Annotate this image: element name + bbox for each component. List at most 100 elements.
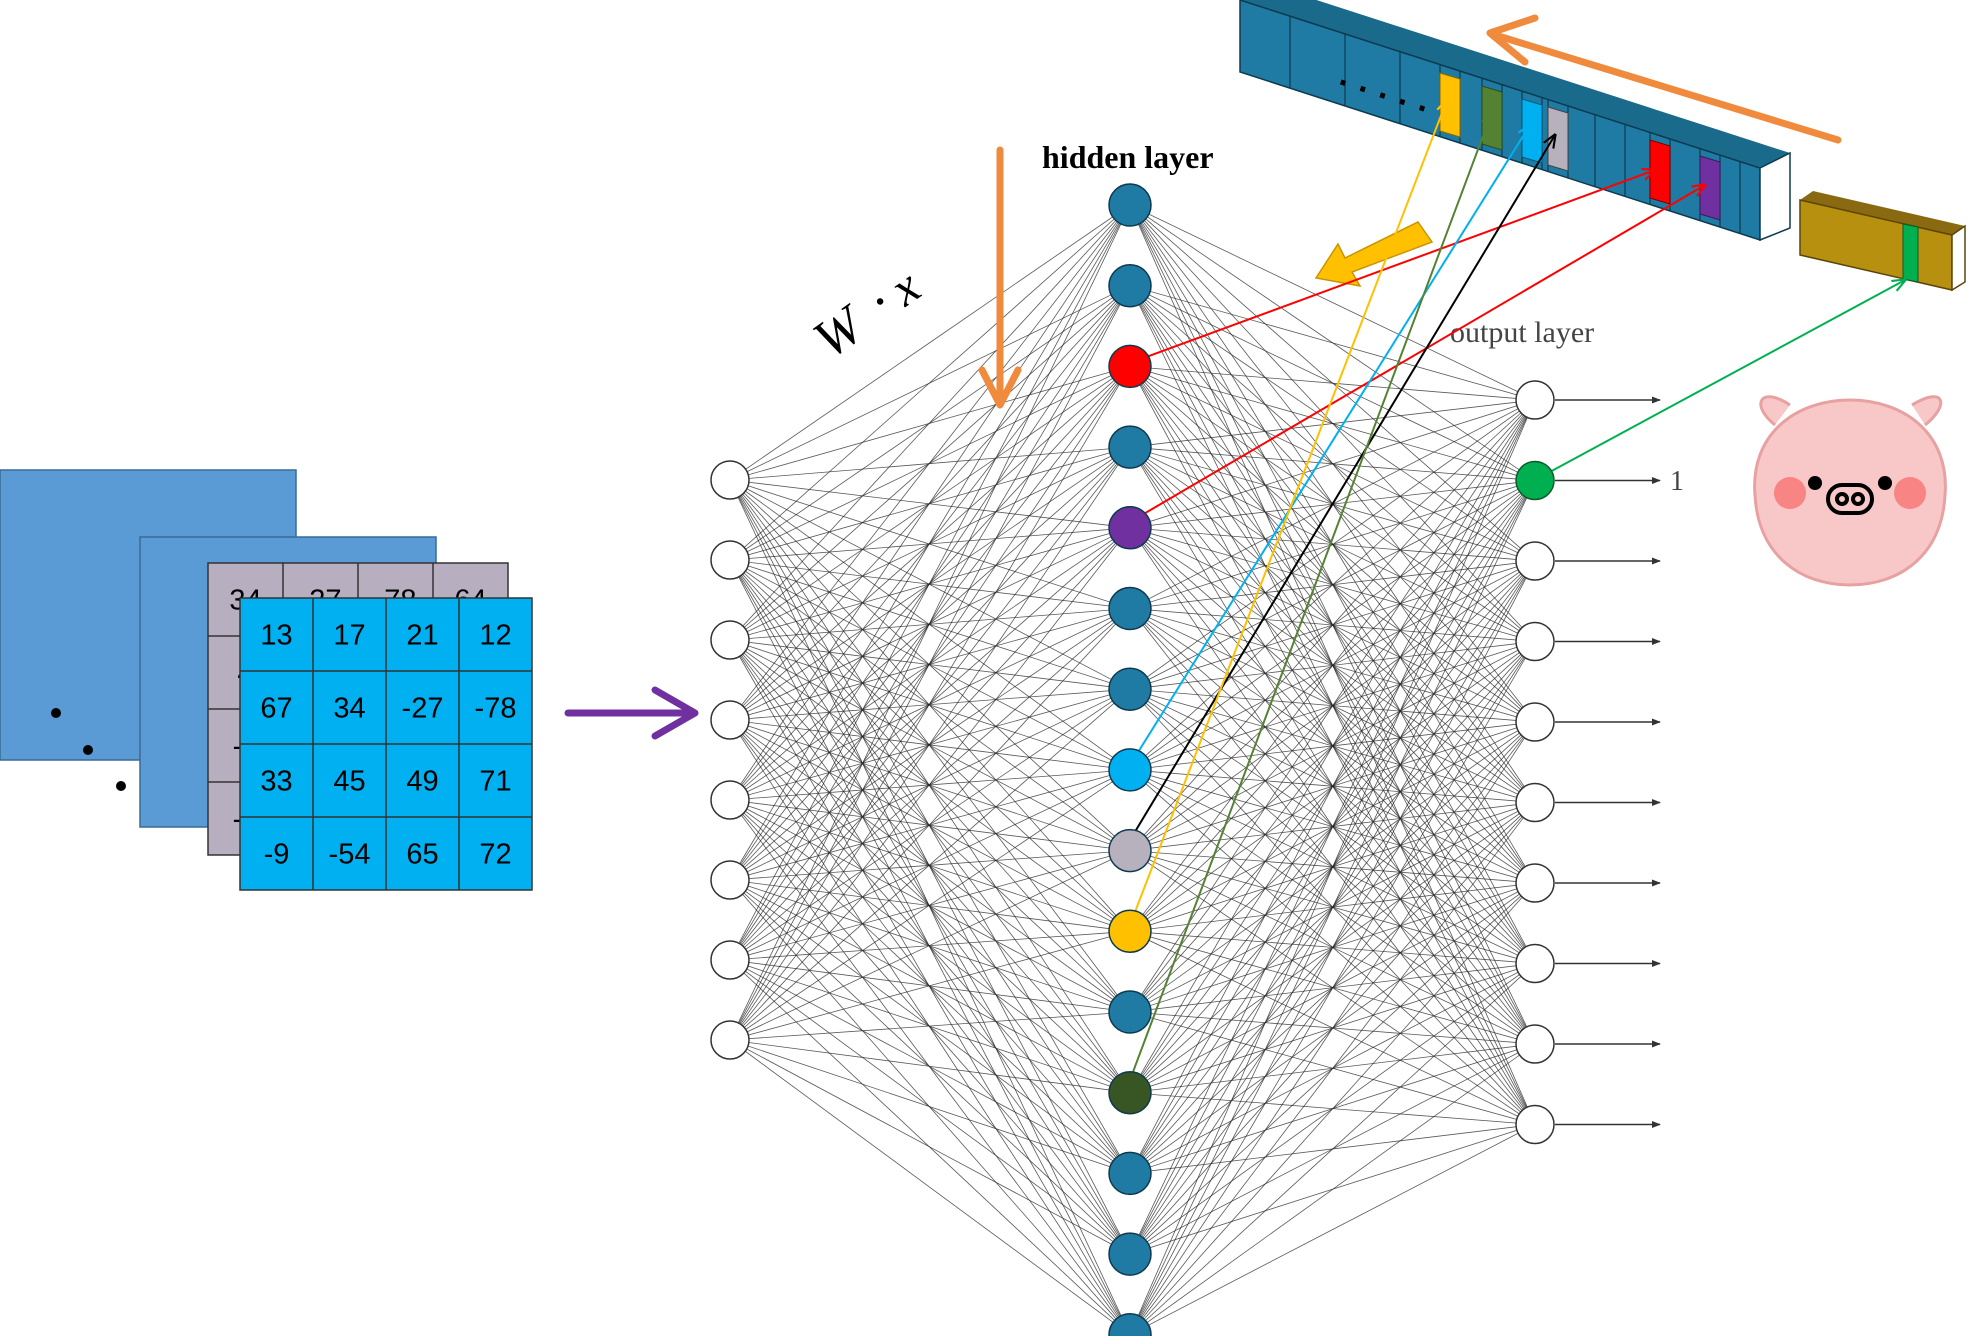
connection-line bbox=[729, 608, 1131, 1041]
orange-down-arrow bbox=[978, 146, 1022, 409]
output-neuron bbox=[1515, 943, 1555, 984]
input-layer bbox=[710, 460, 750, 1060]
connection-line bbox=[1129, 399, 1536, 448]
grid-cell-value: -78 bbox=[475, 693, 517, 725]
grid-cell-value: -54 bbox=[329, 839, 371, 871]
connection-line bbox=[729, 204, 1131, 801]
hidden-neuron bbox=[1108, 909, 1152, 954]
connection-line bbox=[1129, 285, 1536, 401]
output-neuron bbox=[1515, 782, 1555, 823]
vector-cell-gray bbox=[1547, 106, 1569, 172]
yellow-block-arrow bbox=[1314, 221, 1434, 288]
connection-line bbox=[1129, 204, 1536, 401]
connection-line bbox=[729, 204, 1131, 481]
connection-line bbox=[729, 527, 1131, 1041]
hidden-output-connections bbox=[1129, 204, 1536, 1336]
hidden-neuron bbox=[1108, 263, 1152, 308]
output-neuron bbox=[1515, 863, 1555, 903]
grid-cell-value: 49 bbox=[406, 766, 438, 798]
vector-bar-end bbox=[1759, 151, 1791, 242]
input-neuron bbox=[710, 1020, 750, 1060]
output-neuron bbox=[1515, 380, 1555, 420]
connection-line bbox=[729, 1039, 1131, 1094]
hidden-neuron bbox=[1108, 425, 1152, 469]
connection-line bbox=[729, 1039, 1131, 1255]
hidden-neuron bbox=[1108, 506, 1152, 550]
input-neuron bbox=[710, 540, 750, 580]
grid-cell-value: 13 bbox=[260, 620, 292, 652]
connection-line bbox=[729, 1039, 1131, 1174]
input-neuron bbox=[710, 940, 750, 980]
grid-cell-value: -9 bbox=[264, 839, 290, 871]
grid-cell-value: 17 bbox=[333, 620, 365, 652]
connection-line bbox=[1129, 399, 1536, 1013]
connection-line bbox=[1129, 721, 1536, 1336]
connection-line bbox=[729, 285, 1131, 1041]
connection-line bbox=[729, 769, 1131, 1041]
hidden-neuron bbox=[1108, 748, 1152, 792]
vector-cell-yellow bbox=[1439, 72, 1461, 138]
input-arrow bbox=[564, 686, 699, 740]
connection-line bbox=[1129, 399, 1536, 932]
input-neuron bbox=[710, 460, 750, 500]
connection-line bbox=[729, 688, 1131, 1041]
connection-line bbox=[729, 1011, 1131, 1041]
context-vector-bar bbox=[1799, 191, 1966, 292]
connection-line bbox=[1129, 399, 1536, 771]
hidden-layer-label: hidden layer bbox=[1042, 139, 1214, 175]
connection-line bbox=[1129, 1124, 1536, 1336]
connection-line bbox=[1129, 641, 1536, 1336]
hidden-neuron bbox=[1108, 990, 1152, 1034]
vector-cell-red bbox=[1649, 139, 1671, 205]
output-neuron bbox=[1515, 621, 1555, 662]
connection-line bbox=[1129, 480, 1536, 1335]
hidden-neuron bbox=[1108, 1070, 1152, 1115]
connection-line bbox=[729, 1039, 1131, 1336]
grid-cell-value: 33 bbox=[260, 766, 292, 798]
grid-cell-value: 71 bbox=[479, 766, 511, 798]
hidden-neuron bbox=[1108, 1151, 1152, 1196]
connection-line bbox=[729, 204, 1131, 1041]
grid-cell-value: 45 bbox=[333, 766, 365, 798]
hidden-layer bbox=[1108, 183, 1152, 1336]
connection-line bbox=[729, 204, 1131, 881]
connection-line bbox=[729, 204, 1131, 561]
vector-cell-light-blue bbox=[1521, 98, 1543, 164]
grid-cell-value: 72 bbox=[479, 839, 511, 871]
connection-line bbox=[729, 930, 1131, 1041]
connection-line bbox=[729, 446, 1131, 1041]
connection-line bbox=[729, 204, 1131, 721]
connection-line bbox=[1129, 963, 1536, 1336]
connection-line bbox=[1129, 399, 1536, 1335]
orange-backprop-arrow bbox=[1486, 14, 1842, 144]
output-neuron bbox=[1515, 1104, 1555, 1145]
input-hidden-connections bbox=[729, 204, 1131, 1336]
output-neuron bbox=[1515, 702, 1555, 742]
context-cell-green bbox=[1902, 223, 1919, 283]
input-matrix-stack: 34-27-78644-5-5 131721126734-27-78334549… bbox=[0, 469, 533, 891]
output-neuron bbox=[1515, 541, 1555, 581]
output-one-label: 1 bbox=[1670, 466, 1684, 497]
grid-cell-value: 34 bbox=[333, 693, 365, 725]
embedding-link-arrows bbox=[1129, 100, 1905, 1081]
vector-cell-dark-green bbox=[1481, 85, 1503, 151]
hidden-neuron bbox=[1108, 667, 1152, 711]
connection-line bbox=[1129, 399, 1536, 690]
grid-cell-value: 65 bbox=[406, 839, 438, 871]
connection-line bbox=[1129, 560, 1536, 1335]
connection-line bbox=[729, 204, 1131, 961]
hidden-neuron bbox=[1108, 344, 1152, 389]
output-arrows bbox=[1555, 396, 1661, 1129]
grid-cell-value: 12 bbox=[479, 620, 511, 652]
connection-line bbox=[1129, 399, 1536, 1093]
vector-bar-top bbox=[1240, 0, 1790, 168]
hidden-neuron bbox=[1108, 1313, 1152, 1336]
connection-line bbox=[1129, 1043, 1536, 1336]
connection-line bbox=[1129, 399, 1536, 851]
input-neuron bbox=[710, 700, 750, 740]
connection-line bbox=[729, 366, 1131, 1041]
input-neuron bbox=[710, 780, 750, 820]
grid-cell-value: 67 bbox=[260, 693, 292, 725]
